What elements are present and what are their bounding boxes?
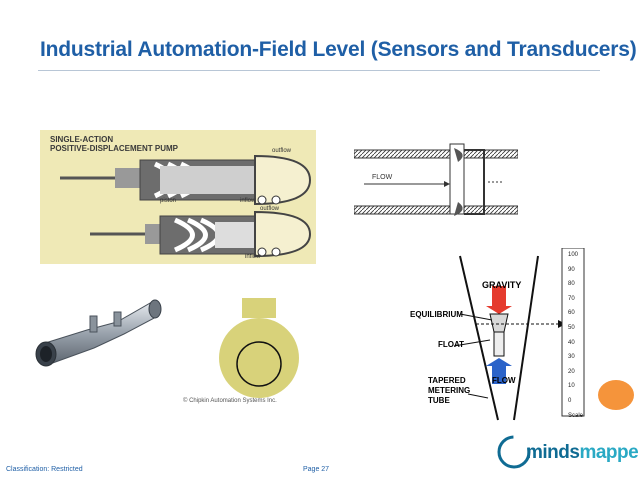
- gravity-label: GRAVITY: [482, 280, 522, 290]
- pump-heading-line2: POSITIVE-DISPLACEMENT PUMP: [50, 144, 179, 153]
- classification-label: Classification: Restricted: [6, 466, 83, 473]
- equilibrium-label: EQUILIBRIUM: [410, 310, 463, 319]
- rotameter-drawing: [453, 248, 585, 421]
- scale-tick-label: 30: [568, 354, 575, 361]
- rotameter-diagram: GRAVITY EQUILIBRIUM FLOAT TAPERED METERI…: [408, 248, 608, 428]
- decorative-orange-dot: [598, 380, 634, 410]
- orifice-plate-image: [200, 298, 320, 398]
- scale-tick-label: 90: [568, 266, 575, 273]
- venturi-tube-image: [32, 294, 162, 374]
- flow-label: FLOW: [492, 376, 516, 385]
- pump-drawing: [60, 154, 312, 258]
- venturi-tube-drawing: [35, 299, 162, 367]
- label-piston: piston: [160, 198, 177, 204]
- label-inflow-top: inflow: [240, 198, 256, 204]
- mindsmapped-logo: mindsmapped: [496, 432, 638, 472]
- scale-tick-label: 100: [568, 252, 579, 258]
- pump-heading: SINGLE-ACTION POSITIVE-DISPLACEMENT PUMP: [50, 135, 178, 153]
- title-divider: [38, 70, 600, 71]
- tapered-tube-label: TAPERED METERING TUBE: [428, 376, 470, 406]
- orifice-plate-drawing: [219, 298, 299, 398]
- page-number: Page 27: [303, 466, 330, 473]
- slide-title: Industrial Automation-Field Level (Senso…: [40, 38, 637, 61]
- logo-text-accent: mapped: [579, 442, 638, 463]
- logo-text-main: minds: [526, 442, 580, 463]
- logo-text: mindsmapped: [526, 442, 638, 464]
- tapered-line3: TUBE: [428, 396, 450, 405]
- pipe-flow-diagram: FLOW: [354, 130, 518, 220]
- label-inflow-bottom: inflow: [245, 254, 261, 260]
- scale-tick-label: 70: [568, 295, 575, 302]
- scale-tick-label: 80: [568, 281, 575, 288]
- scale-tick-label: 10: [568, 383, 575, 390]
- float-label: FLOAT: [438, 340, 465, 349]
- scale-tick-label: 20: [568, 368, 575, 375]
- pump-heading-line1: SINGLE-ACTION: [50, 135, 114, 144]
- scale-tick-label: 60: [568, 310, 575, 317]
- copyright-note: © Chipkin Automation Systems Inc.: [183, 398, 277, 404]
- pipe-flow-label: FLOW: [372, 174, 393, 181]
- pump-diagram: SINGLE-ACTION POSITIVE-DISPLACEMENT PUMP…: [40, 130, 316, 264]
- label-outflow-top: outflow: [272, 148, 292, 154]
- label-outflow-mid: outflow: [260, 206, 280, 212]
- pipe-flow-drawing: [354, 143, 518, 216]
- logo-ring-icon: [497, 435, 531, 469]
- scale-tick-label: 0: [568, 397, 572, 404]
- tapered-line1: TAPERED: [428, 376, 466, 385]
- scale-unit-label: Scale: [568, 412, 584, 419]
- scale-tick-label: 50: [568, 324, 575, 331]
- tapered-line2: METERING: [428, 386, 471, 395]
- scale-tick-label: 40: [568, 339, 575, 346]
